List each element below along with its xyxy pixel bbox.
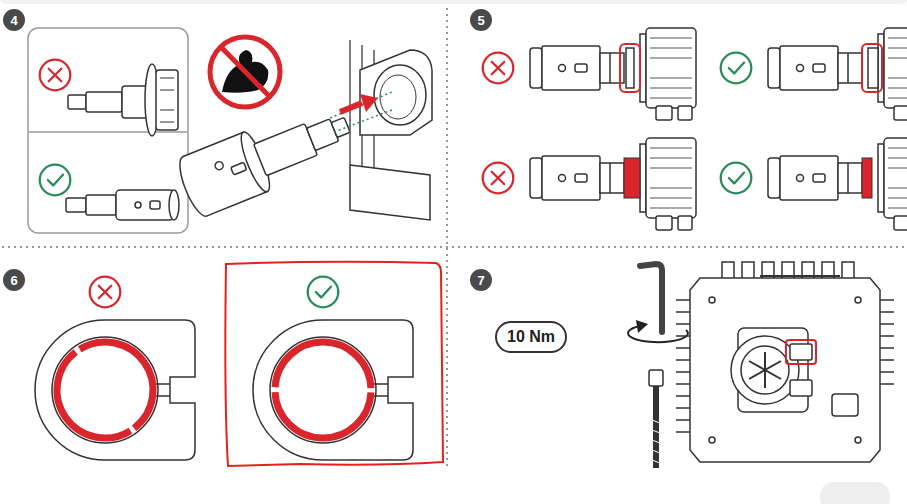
callout-number: 6 bbox=[3, 269, 25, 291]
callout-number: 5 bbox=[470, 9, 492, 31]
node-text: 5 bbox=[477, 14, 484, 27]
panel-5-art bbox=[483, 28, 907, 230]
callout-number: 4 bbox=[3, 9, 25, 31]
callout-number: 7 bbox=[470, 269, 492, 291]
cut-button bbox=[820, 482, 890, 504]
node-text: 10 Nm bbox=[507, 329, 555, 345]
divider bbox=[446, 2, 448, 468]
bottom-strip bbox=[0, 476, 907, 504]
panel-7-art bbox=[628, 262, 894, 468]
node-text: 6 bbox=[10, 274, 17, 287]
torque-label: 10 Nm bbox=[495, 321, 567, 353]
node-text: 7 bbox=[477, 274, 484, 287]
highlight-outline bbox=[225, 262, 443, 466]
divider bbox=[2, 246, 905, 248]
top-bar bbox=[0, 0, 907, 4]
panel-6-art bbox=[35, 262, 443, 466]
node-text: 4 bbox=[10, 14, 17, 27]
panel-4-art bbox=[28, 28, 432, 233]
